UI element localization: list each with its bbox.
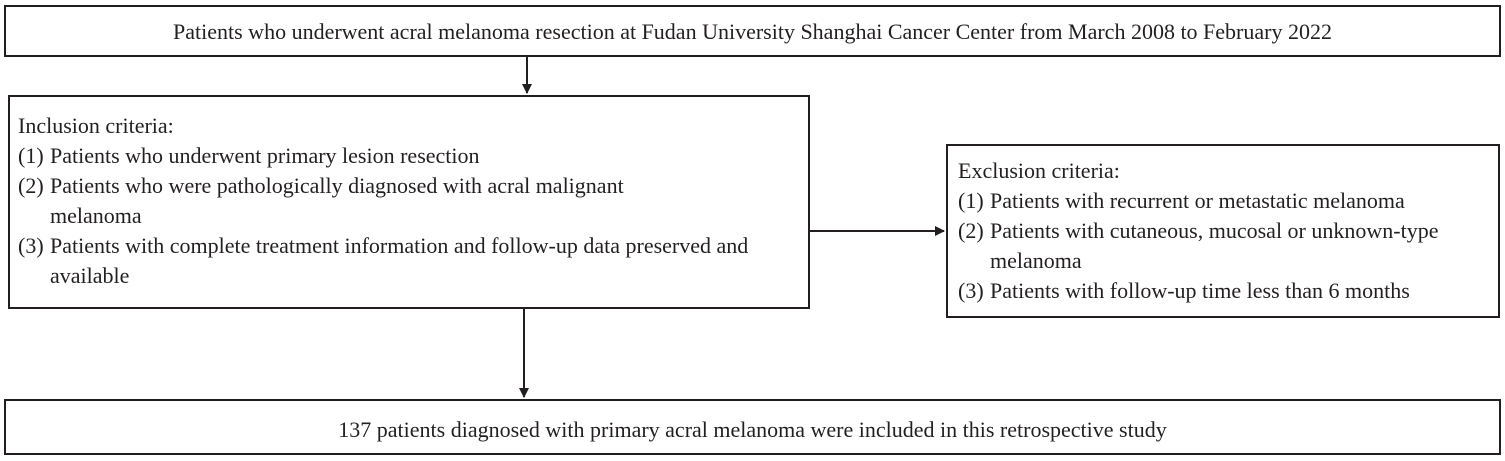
inclusion-item-number: (3): [18, 233, 44, 258]
inclusion-title: Inclusion criteria:: [18, 113, 174, 138]
inclusion-item: (2) Patients who were pathologically dia…: [18, 171, 808, 231]
inclusion-item-text: Patients who underwent primary lesion re…: [50, 143, 480, 168]
exclusion-item: (3) Patients with follow-up time less th…: [958, 276, 1498, 306]
inclusion-criteria-box: Inclusion criteria: (1) Patients who und…: [8, 95, 810, 309]
inclusion-item-number: (2): [18, 173, 44, 198]
exclusion-item-number: (2): [958, 218, 984, 243]
inclusion-item: (1) Patients who underwent primary lesio…: [18, 141, 808, 171]
exclusion-item-text: Patients with follow-up time less than 6…: [990, 278, 1410, 303]
inclusion-item-number: (1): [18, 143, 44, 168]
exclusion-criteria-box: Exclusion criteria: (1) Patients with re…: [946, 144, 1500, 318]
exclusion-item: (2) Patients with cutaneous, mucosal or …: [958, 216, 1498, 276]
inclusion-item-text: Patients who were pathologically diagnos…: [50, 173, 624, 228]
inclusion-item-text: Patients with complete treatment informa…: [50, 233, 749, 288]
exclusion-item: (1) Patients with recurrent or metastati…: [958, 186, 1498, 216]
exclusion-item-text: Patients with cutaneous, mucosal or unkn…: [990, 218, 1439, 273]
exclusion-title: Exclusion criteria:: [958, 158, 1120, 183]
exclusion-item-number: (1): [958, 188, 984, 213]
source-population-text: Patients who underwent acral melanoma re…: [173, 19, 1332, 44]
exclusion-item-number: (3): [958, 278, 984, 303]
final-cohort-box: 137 patients diagnosed with primary acra…: [4, 399, 1501, 455]
inclusion-item: (3) Patients with complete treatment inf…: [18, 231, 808, 291]
final-cohort-text: 137 patients diagnosed with primary acra…: [338, 417, 1167, 442]
exclusion-item-text: Patients with recurrent or metastatic me…: [990, 188, 1405, 213]
source-population-box: Patients who underwent acral melanoma re…: [4, 5, 1501, 57]
